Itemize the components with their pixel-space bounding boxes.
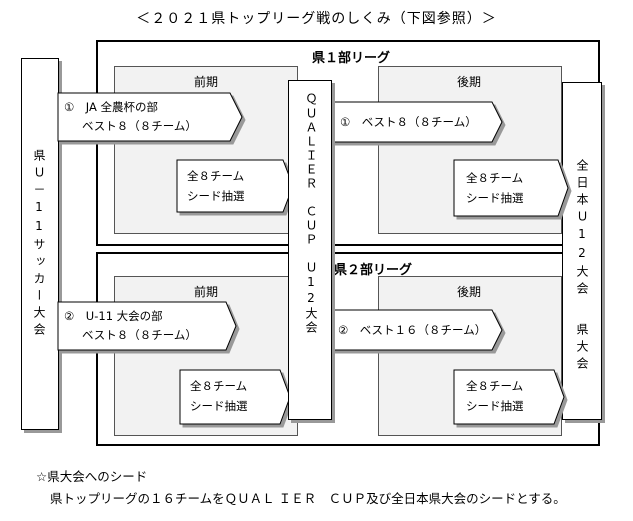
league1-second-half-seed-line2: シード抽選 bbox=[466, 191, 524, 205]
u11-soccer-tournament-text: 県Ｕ－11サッカー大会 bbox=[32, 149, 46, 340]
league2-first-half-entry-arrow: ② U-11 大会の部 ベスト８（８チーム） bbox=[57, 301, 237, 351]
league1-first-half-entry-line1: ① JA 全農杯の部 bbox=[64, 100, 159, 114]
qualier-cup-box: ＱＵＡＬＩＥＲ ＣＵＰ Ｕ12大会 bbox=[288, 80, 332, 420]
all-japan-u12-box: 全日本Ｕ12大会 県大会 bbox=[562, 82, 602, 420]
league1-first-half-entry-line2: ベスト８（８チーム） bbox=[82, 119, 197, 133]
league1-first-half-seed-line2: シード抽選 bbox=[187, 189, 245, 203]
league2-second-half-title: 後期 bbox=[457, 285, 482, 299]
league2-first-half-title: 前期 bbox=[194, 285, 219, 299]
league1-second-half-seed-arrow: 全８チーム シード抽選 bbox=[453, 159, 569, 217]
league1-title: 県１部リーグ bbox=[312, 51, 391, 66]
qualier-cup-text: ＱＵＡＬＩＥＲ ＣＵＰ Ｕ12大会 bbox=[304, 93, 318, 335]
notes-heading: ☆県大会へのシード bbox=[36, 469, 148, 484]
all-japan-u12-text: 全日本Ｕ12大会 bbox=[575, 159, 589, 299]
league2-second-half-entry-arrow: ② ベスト１６（８チーム） bbox=[331, 309, 503, 351]
u11-soccer-tournament-box: 県Ｕ－11サッカー大会 bbox=[21, 58, 59, 430]
league1-first-half-seed-arrow: 全８チーム シード抽選 bbox=[176, 159, 294, 213]
league2-second-half-seed-arrow: 全８チーム シード抽選 bbox=[453, 369, 565, 425]
league2-second-half-seed-line2: シード抽選 bbox=[466, 399, 524, 413]
league2-first-half-entry-line1: ② U-11 大会の部 bbox=[64, 309, 163, 323]
league1-first-half-title: 前期 bbox=[194, 75, 219, 89]
league1-second-half-entry-line1: ① ベスト８（８チーム） bbox=[340, 115, 477, 129]
league1-second-half-entry-arrow: ① ベスト８（８チーム） bbox=[331, 101, 503, 143]
league1-second-half-seed-line1: 全８チーム bbox=[466, 171, 524, 185]
league1-first-half-seed-line1: 全８チーム bbox=[187, 169, 245, 183]
league2-first-half-seed-line2: シード抽選 bbox=[190, 399, 248, 413]
league1-second-half-title: 後期 bbox=[457, 75, 482, 89]
league2-second-half-entry-line1: ② ベスト１６（８チーム） bbox=[338, 323, 487, 337]
league2-second-half-seed-line1: 全８チーム bbox=[466, 379, 524, 393]
notes-body: 県トップリーグの１６チームをＱＵＡＬ ＩＥＲ ＣＵＰ及び全日本県大会のシードとす… bbox=[50, 491, 566, 506]
diagram-title: ＜２０２１県トップリーグ戦のしくみ（下図参照）＞ bbox=[136, 11, 497, 27]
league2-first-half-seed-line1: 全８チーム bbox=[190, 379, 248, 393]
league2-first-half-seed-arrow: 全８チーム シード抽選 bbox=[179, 369, 291, 425]
league2-first-half-entry-line2: ベスト８（８チーム） bbox=[82, 328, 197, 342]
league2-title: 県２部リーグ bbox=[334, 263, 413, 278]
league1-first-half-entry-arrow: ① JA 全農杯の部 ベスト８（８チーム） bbox=[57, 92, 243, 142]
prefecture-tournament-text: 県大会 bbox=[575, 323, 589, 374]
